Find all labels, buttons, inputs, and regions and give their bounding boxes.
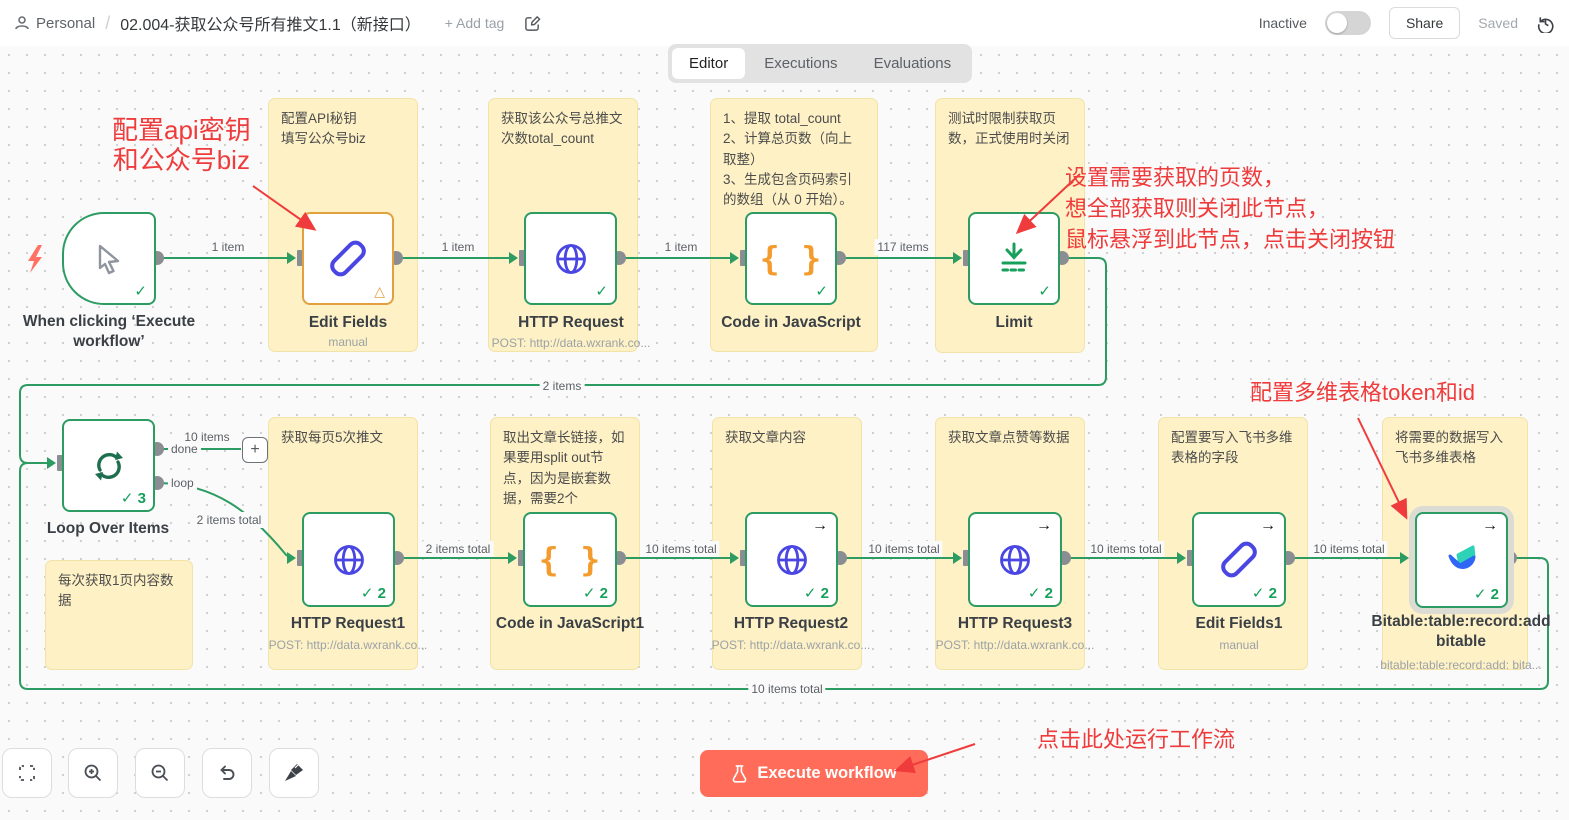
execute-workflow-label: Execute workflow	[757, 764, 897, 782]
port-label-done: done	[168, 441, 201, 457]
success-badge: ✓ 2	[1251, 585, 1277, 602]
top-bar: Personal / 02.004-获取公众号所有推文1.1（新接口） + Ad…	[0, 0, 1569, 46]
node-label: Code in JavaScript1	[495, 615, 645, 632]
undo-button[interactable]	[202, 748, 252, 798]
undo-icon	[220, 765, 235, 780]
active-status-label: Inactive	[1258, 15, 1307, 31]
annotation-bitable-token: 配置多维表格token和id	[1250, 380, 1475, 405]
edge-label: 1 item	[661, 239, 701, 255]
add-tag-button[interactable]: + Add tag	[444, 15, 505, 31]
node-http-request3[interactable]: → ✓ 2	[968, 512, 1062, 607]
success-badge: ✓ 2	[1473, 586, 1499, 603]
success-badge: ✓ 3	[120, 490, 146, 507]
node-http-request1[interactable]: ✓ 2	[302, 512, 395, 607]
sticky-note[interactable]: 每次获取1页内容数据	[45, 560, 193, 670]
zoom-out-button[interactable]	[135, 748, 185, 798]
rename-icon[interactable]	[524, 15, 541, 32]
tab-editor[interactable]: Editor	[672, 48, 746, 79]
success-badge: ✓	[815, 283, 828, 300]
execute-workflow-button[interactable]: Execute workflow	[700, 750, 928, 797]
node-sublabel: manual	[1219, 638, 1259, 652]
node-code-javascript[interactable]: { } ✓	[745, 212, 837, 305]
code-braces-icon: { }	[759, 239, 823, 278]
zoom-in-button[interactable]	[68, 748, 118, 798]
share-button[interactable]: Share	[1388, 7, 1461, 39]
add-node-button[interactable]: +	[242, 437, 268, 463]
node-label: Code in JavaScript	[721, 314, 861, 331]
node-label: Loop Over Items	[46, 520, 170, 537]
workspace-breadcrumb[interactable]: Personal	[14, 15, 95, 32]
breadcrumb-separator: /	[105, 12, 111, 33]
edge-label: 117 items	[874, 239, 932, 255]
node-sublabel: POST: http://data.wxrank.co...	[935, 638, 1095, 652]
history-icon[interactable]	[1536, 14, 1555, 33]
node-sublabel: manual	[328, 335, 368, 349]
node-code-javascript1[interactable]: { } ✓ 2	[523, 512, 617, 607]
node-label: HTTP Request2	[733, 615, 849, 632]
saved-status: Saved	[1478, 15, 1518, 31]
tab-executions[interactable]: Executions	[764, 55, 838, 72]
success-badge: ✓ 2	[360, 585, 386, 602]
node-edit-fields1[interactable]: → ✓ 2	[1192, 512, 1286, 607]
node-bitable[interactable]: → ✓ 2	[1415, 512, 1508, 608]
success-badge: ✓	[134, 283, 147, 300]
success-badge: ✓	[595, 283, 608, 300]
warning-triangle-icon: △	[374, 283, 385, 299]
edge-label: 10 items total	[1310, 541, 1388, 557]
zoom-out-icon	[151, 764, 169, 782]
node-http-request[interactable]: ✓	[524, 212, 617, 305]
edge-label: 10 items total	[1087, 541, 1165, 557]
active-toggle[interactable]	[1324, 11, 1371, 35]
node-sublabel: bitable:table:record:add: bita...	[1380, 658, 1542, 672]
edge-label: 1 item	[208, 239, 248, 255]
port-label-loop: loop	[168, 475, 197, 491]
annotation-api-key: 配置api密钥 和公众号biz	[112, 115, 251, 175]
node-edit-fields[interactable]: △	[302, 212, 394, 305]
success-badge: ✓ 2	[582, 585, 608, 602]
node-label: HTTP Request3	[957, 615, 1073, 632]
edge-label: 1 item	[438, 239, 478, 255]
tidy-up-icon	[285, 764, 303, 781]
node-label: Edit Fields	[308, 314, 388, 331]
node-label: Limit	[995, 314, 1033, 331]
annotation-run-workflow: 点击此处运行工作流	[1037, 727, 1236, 752]
node-manual-trigger[interactable]: ✓	[62, 212, 156, 305]
success-badge: ✓ 2	[803, 585, 829, 602]
flask-icon	[732, 765, 747, 783]
success-badge: ✓	[1038, 283, 1051, 300]
node-label: Bitable:table:record:add bitable	[1371, 613, 1551, 651]
toggle-knob	[1326, 13, 1347, 33]
node-label: HTTP Request	[518, 314, 624, 331]
zoom-to-fit-button[interactable]	[2, 748, 52, 798]
node-sublabel: POST: http://data.wxrank.co...	[491, 336, 651, 350]
tidy-up-button[interactable]	[269, 748, 319, 798]
success-badge: ✓ 2	[1027, 585, 1053, 602]
edge-label: 2 items total	[422, 541, 494, 557]
node-sublabel: POST: http://data.wxrank.co...	[711, 638, 871, 652]
zoom-in-icon	[84, 764, 102, 782]
edge-label: 10 items total	[748, 681, 826, 697]
node-label: When clicking ‘Execute workflow’	[22, 313, 196, 351]
node-label: Edit Fields1	[1195, 615, 1283, 632]
workflow-title[interactable]: 02.004-获取公众号所有推文1.1（新接口）	[120, 17, 421, 34]
annotation-limit-pages: 设置需要获取的页数， 想全部获取则关闭此节点， 鼠标悬浮到此节点，点击关闭按钮	[1065, 165, 1396, 252]
edge-label: 2 items total	[193, 512, 265, 528]
node-sublabel: POST: http://data.wxrank.co...	[268, 638, 428, 652]
person-icon	[15, 16, 29, 30]
node-limit[interactable]: ✓	[968, 212, 1060, 305]
edge-label: 2 items	[539, 378, 585, 394]
edge-label: 10 items total	[865, 541, 943, 557]
code-braces-icon: { }	[538, 540, 602, 579]
node-loop-over-items[interactable]: ✓ 3	[62, 419, 155, 512]
node-http-request2[interactable]: → ✓ 2	[745, 512, 838, 607]
tab-evaluations[interactable]: Evaluations	[873, 55, 952, 72]
edge-label: 10 items total	[642, 541, 720, 557]
node-label: HTTP Request1	[290, 615, 406, 632]
fit-view-icon	[19, 765, 35, 781]
view-tabs: Editor Executions Evaluations	[668, 44, 973, 83]
